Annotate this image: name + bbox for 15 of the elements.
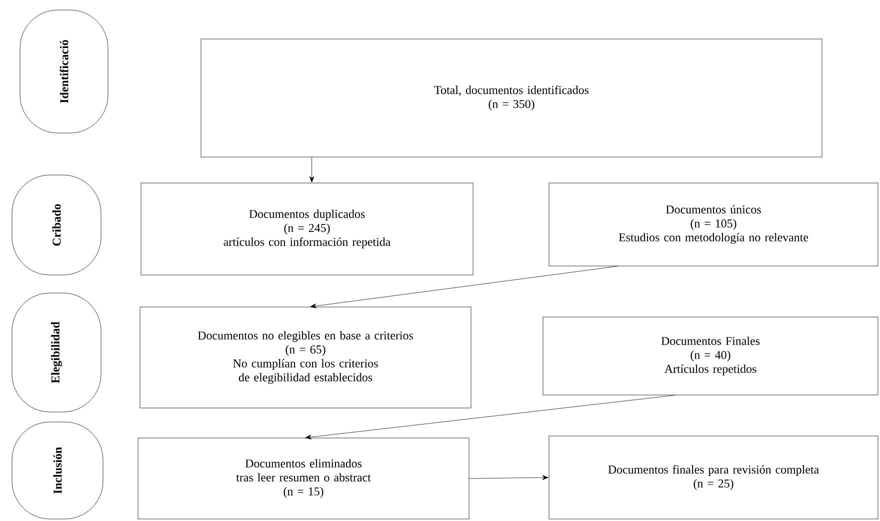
- stage-label: Elegibilidad: [12, 292, 102, 412]
- arrow: [309, 157, 314, 182]
- arrow: [310, 266, 618, 308]
- arrow: [305, 395, 675, 440]
- stage-label: Identificació: [20, 10, 108, 134]
- stage-label: Inclusión: [12, 422, 104, 520]
- process-box: Documentos eliminados tras leer resumen o abstract (n = 15): [138, 438, 470, 520]
- process-box: Documentos duplicados (n = 245) artículos con información repetida: [140, 182, 474, 276]
- process-box: Documentos finales para revisión completa (n = 25): [548, 436, 878, 520]
- arrow: [469, 475, 548, 480]
- stage-label: Cribado: [12, 174, 102, 276]
- process-box: Documentos únicos (n = 105) Estudios con metodología no relevante: [548, 182, 878, 266]
- process-box: Total, documentos identificados (n = 350): [200, 38, 822, 158]
- process-box: Documentos no elegibles en base a criterios (n = 65) No cumplían con los criterios de elegibilidad establecidos: [140, 306, 472, 408]
- process-box: Documentos Finales (n = 40) Artículos repetidos: [542, 316, 878, 396]
